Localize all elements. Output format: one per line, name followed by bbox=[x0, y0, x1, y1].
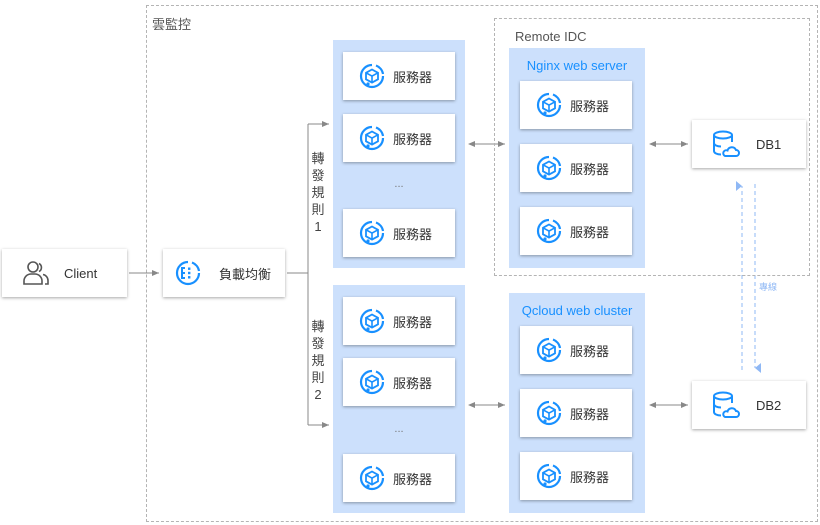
server-card[interactable]: 服務器 bbox=[343, 297, 455, 345]
server-icon bbox=[359, 308, 385, 334]
server-label: 服務器 bbox=[393, 131, 433, 147]
server-icon bbox=[536, 92, 562, 118]
server-icon bbox=[359, 63, 385, 89]
db1-node[interactable]: DB1 bbox=[692, 120, 806, 168]
qcloud-group-title: Qcloud web cluster bbox=[521, 303, 633, 318]
server-icon bbox=[536, 463, 562, 489]
ellipsis: ... bbox=[394, 423, 404, 435]
db2-label: DB2 bbox=[756, 397, 782, 413]
server-card[interactable]: 服務器 bbox=[520, 452, 632, 500]
server-card[interactable]: 服務器 bbox=[520, 389, 632, 437]
server-card[interactable]: 服務器 bbox=[343, 454, 455, 502]
server-label: 服務器 bbox=[393, 69, 433, 85]
remote-idc-label: Remote IDC bbox=[515, 29, 587, 44]
server-card[interactable]: 服務器 bbox=[520, 144, 632, 192]
server-icon bbox=[359, 465, 385, 491]
cloud-monitor-label: 雲監控 bbox=[152, 17, 192, 32]
nginx-group-title: Nginx web server bbox=[526, 58, 628, 73]
server-card[interactable]: 服務器 bbox=[520, 326, 632, 374]
load-balancer-icon bbox=[175, 260, 201, 286]
db2-node[interactable]: DB2 bbox=[692, 381, 806, 429]
server-label: 服務器 bbox=[393, 314, 433, 330]
server-label: 服務器 bbox=[570, 469, 610, 485]
server-label: 服務器 bbox=[570, 98, 610, 114]
server-card[interactable]: 服務器 bbox=[343, 52, 455, 100]
server-icon bbox=[536, 400, 562, 426]
load-balancer-label: 負載均衡 bbox=[219, 266, 272, 282]
server-icon bbox=[536, 337, 562, 363]
server-card[interactable]: 服務器 bbox=[520, 81, 632, 129]
server-card[interactable]: 服務器 bbox=[520, 207, 632, 255]
server-label: 服務器 bbox=[393, 226, 433, 242]
server-label: 服務器 bbox=[570, 343, 610, 359]
ellipsis: ... bbox=[394, 178, 404, 190]
remote-idc-region bbox=[494, 18, 810, 276]
server-label: 服務器 bbox=[570, 224, 610, 240]
server-label: 服務器 bbox=[570, 161, 610, 177]
server-label: 服務器 bbox=[393, 375, 433, 391]
server-icon bbox=[359, 369, 385, 395]
server-icon bbox=[536, 155, 562, 181]
server-icon bbox=[536, 218, 562, 244]
database-cloud-icon bbox=[712, 130, 740, 158]
client-label: Client bbox=[64, 265, 98, 281]
client-node[interactable]: Client bbox=[2, 249, 127, 297]
forward-rule-1-label: 轉發規則1 bbox=[311, 151, 325, 234]
dedicated-line-label: 專線 bbox=[759, 282, 778, 292]
server-icon bbox=[359, 220, 385, 246]
server-card[interactable]: 服務器 bbox=[343, 209, 455, 257]
users-icon bbox=[22, 259, 52, 287]
server-card[interactable]: 服務器 bbox=[343, 358, 455, 406]
db1-label: DB1 bbox=[756, 136, 782, 152]
server-card[interactable]: 服務器 bbox=[343, 114, 455, 162]
server-icon bbox=[359, 125, 385, 151]
cloud-monitor-region bbox=[146, 5, 818, 522]
database-cloud-icon bbox=[712, 391, 740, 419]
server-label: 服務器 bbox=[570, 406, 610, 422]
server-label: 服務器 bbox=[393, 471, 433, 487]
forward-rule-2-label: 轉發規則2 bbox=[311, 319, 325, 402]
load-balancer-node[interactable]: 負載均衡 bbox=[163, 249, 285, 297]
